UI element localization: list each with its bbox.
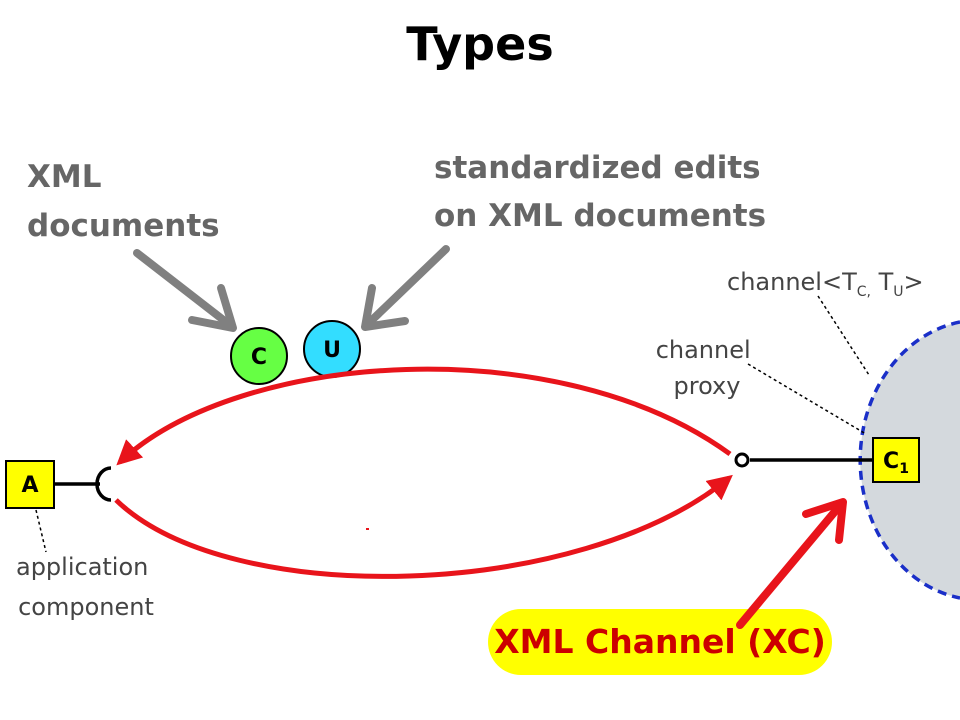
standardized-edits-label: standardized edits on XML documents (434, 150, 771, 234)
xml-channel-highlight (488, 609, 832, 675)
xml-channel-label: XML Channel (XC) (494, 622, 826, 661)
application-component-a-label: A (21, 473, 38, 498)
type-node-u-label: U (323, 338, 341, 363)
red-loop-upper-arrow (116, 366, 732, 466)
channel-proxy-label: channel proxy (656, 336, 759, 400)
xml-documents-arrow (133, 249, 237, 332)
slide-title: Types (406, 17, 553, 71)
channel-proxy-leader (747, 363, 867, 435)
application-component-label: application component (16, 553, 156, 621)
application-component-a: A (5, 460, 55, 509)
type-node-c-label: C (251, 345, 267, 370)
channel-endpoint-c1: C1 (872, 437, 920, 483)
channel-endpoint-c1-label: C1 (883, 449, 909, 477)
proxy-socket-circle (734, 452, 750, 468)
red-dot (366, 528, 369, 530)
standardized-edits-arrow (361, 245, 450, 331)
red-loop-lower-arrow (114, 474, 733, 579)
type-node-c: C (230, 327, 288, 385)
xml-channel-pointer-arrow (736, 498, 847, 629)
channel-type-label: channel<TC, TU> (727, 268, 924, 300)
application-socket (95, 466, 112, 502)
xml-documents-label: XML documents (27, 159, 220, 244)
type-node-u: U (303, 320, 361, 378)
application-component-leader (35, 509, 47, 553)
channel-type-leader (817, 295, 870, 376)
